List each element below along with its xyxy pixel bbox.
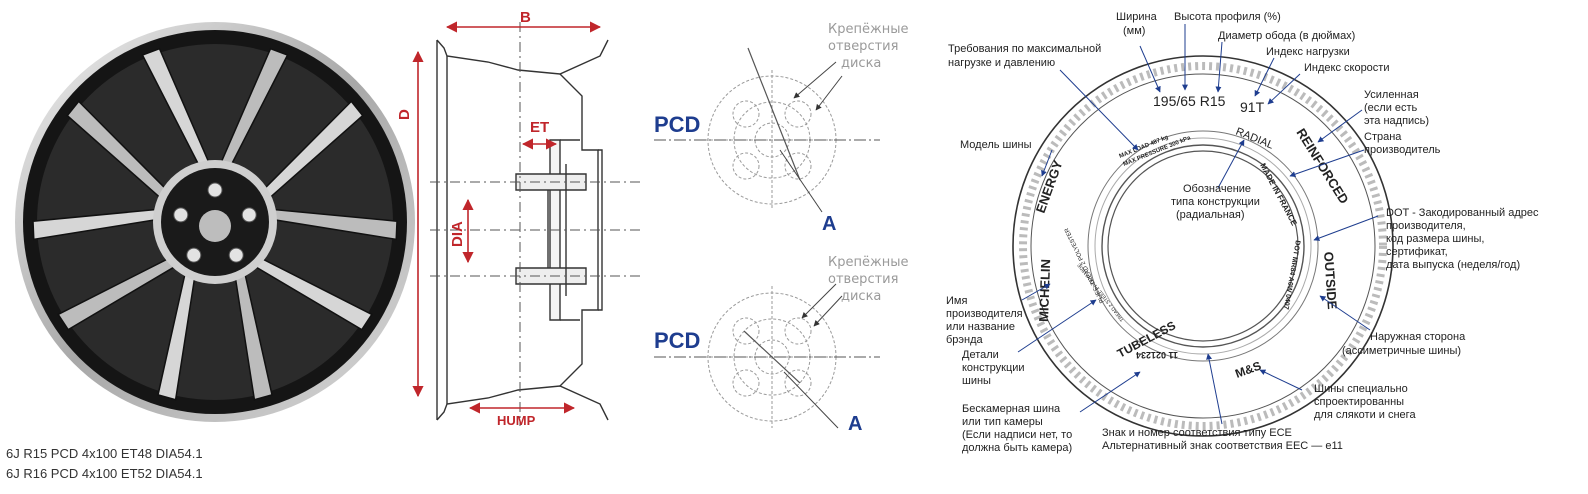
label-details-2: конструкции (962, 362, 1025, 374)
pcd-top-hole-3 (732, 152, 760, 180)
label-winter-1: Шины специально (1314, 383, 1408, 395)
label-brand-1: Имя (946, 295, 967, 307)
pcd-bottom-hole-3 (732, 369, 760, 397)
tire-michelin-text: MICHELIN (1036, 259, 1053, 322)
label-load-index: Индекс нагрузки (1266, 46, 1350, 58)
pcd-bottom-a-label: A (848, 413, 862, 435)
tire-load-speed-text: 91T (1240, 99, 1265, 115)
wheel-center-cap (199, 210, 231, 242)
label-max-load-2: нагрузке и давлению (948, 57, 1055, 69)
label-ece-1: Знак и номер соответствия типу ECE (1102, 427, 1292, 439)
pcd-top-holes-line-2: отверстия (828, 39, 898, 54)
tire-outside-text: OUTSIDE (1321, 251, 1340, 310)
label-width-1: Ширина (1116, 11, 1158, 23)
label-outside-2: (ассиметричные шины) (1342, 345, 1461, 357)
dim-dia-label: DIA (449, 221, 466, 247)
wheel-lug-nut (228, 247, 244, 263)
label-speed-index: Индекс скорости (1304, 62, 1389, 74)
label-dot-2: производителя, (1386, 220, 1466, 232)
spec-line-2: 6J R16 PCD 4x100 ET52 DIA54.1 (6, 466, 203, 481)
pcd-top-holes-line-1: Крепёжные (828, 22, 908, 37)
tire-serial-text: 11 021234 (1136, 350, 1178, 360)
dim-et-label: ET (530, 119, 549, 136)
pcd-top-label: PCD (654, 112, 700, 137)
tire-leader-lines (1017, 24, 1379, 425)
pcd-bottom-holes-line-1: Крепёжные (828, 255, 908, 270)
pcd-top-hole-4 (784, 152, 812, 180)
pcd-bottom-label: PCD (654, 328, 700, 353)
label-dot-5: дата выпуска (неделя/год) (1386, 259, 1520, 271)
label-details-3: шины (962, 375, 991, 387)
label-winter-2: спроектированны (1314, 396, 1404, 408)
label-brand-3: или название (946, 321, 1015, 333)
label-width-2: (мм) (1123, 25, 1145, 37)
label-dot-1: DOT - Закодированный адрес (1386, 207, 1539, 219)
pcd-top-hole-1 (732, 100, 760, 128)
pcd-top-hole-2 (784, 100, 812, 128)
label-tubeless-2: или тип камеры (962, 416, 1043, 428)
label-construction-3: (радиальная) (1176, 209, 1245, 221)
pcd-bottom-hole-2 (784, 317, 812, 345)
rim-profile-top (436, 39, 609, 75)
spec-line-1: 6J R15 PCD 4x100 ET48 DIA54.1 (6, 446, 203, 461)
wheel-lug-nut (173, 207, 189, 223)
label-construction-1: Обозначение (1183, 183, 1251, 195)
label-country-1: Страна (1364, 131, 1402, 143)
wheel-image (15, 22, 415, 422)
pcd-bottom-holes-line-3: диска (841, 289, 881, 304)
pcd-top-a-label: A (822, 213, 836, 235)
label-brand-2: производителя (946, 308, 1023, 320)
label-details-1: Детали (962, 349, 999, 361)
dim-d-label: D (396, 109, 413, 120)
dim-b-label: B (520, 9, 531, 26)
label-rim-diameter: Диаметр обода (в дюймах) (1218, 30, 1355, 42)
label-dot-3: код размера шины, (1386, 233, 1484, 245)
label-outside-1: Наружная сторона (1370, 331, 1466, 343)
tire-size-text: 195/65 R15 (1153, 93, 1226, 109)
pcd-bottom-holes-line-2: отверстия (828, 272, 898, 287)
wheel-lug-nut (186, 247, 202, 263)
label-profile-height: Высота профиля (%) (1174, 11, 1281, 23)
rim-profile-bottom (436, 385, 609, 421)
label-reinforced-2: (если есть (1364, 102, 1418, 114)
label-tubeless-3: (Если надписи нет, то (962, 429, 1072, 441)
tire-outer-edge (1012, 55, 1394, 437)
label-country-2: производитель (1364, 144, 1441, 156)
tire-tread-edge (1019, 62, 1387, 430)
label-brand-4: брэнда (946, 334, 984, 346)
label-winter-3: для слякоти и снега (1314, 409, 1416, 421)
label-ece-2: Альтернативный знак соответствия EEC — e… (1102, 440, 1343, 452)
wheel-lug-nut (207, 182, 223, 198)
tire-sidewall: 195/65 R15 91T RADIAL REINFORCED MADE IN… (1012, 55, 1394, 437)
label-tubeless-1: Бескамерная шина (962, 403, 1061, 415)
tire-labels: Ширина (мм) Высота профиля (%) Диаметр о… (946, 11, 1539, 454)
dim-hump-label: HUMP (497, 413, 536, 428)
pcd-bottom-hole-4 (784, 369, 812, 397)
tire-bead (1107, 150, 1299, 342)
pcd-diagram-top: PCD A Крепёжные отверстия диска (654, 22, 908, 235)
label-model: Модель шины (960, 139, 1032, 151)
wheel-lug-nuts (173, 182, 257, 263)
rim-dimensions (412, 21, 602, 414)
label-construction-2: типа конструкции (1171, 196, 1260, 208)
wheel-lug-nut (241, 207, 257, 223)
label-dot-4: сертификат, (1386, 246, 1448, 258)
label-max-load-1: Требования по максимальной (948, 43, 1101, 55)
pcd-bottom-hole-1 (732, 317, 760, 345)
label-reinforced-1: Усиленная (1364, 89, 1419, 101)
label-tubeless-4: должна быть камера) (962, 442, 1072, 454)
label-reinforced-3: эта надпись) (1364, 115, 1429, 127)
pcd-diagram-bottom: PCD A Крепёжные отверстия диска (654, 255, 908, 435)
pcd-top-holes-line-3: диска (841, 56, 881, 71)
